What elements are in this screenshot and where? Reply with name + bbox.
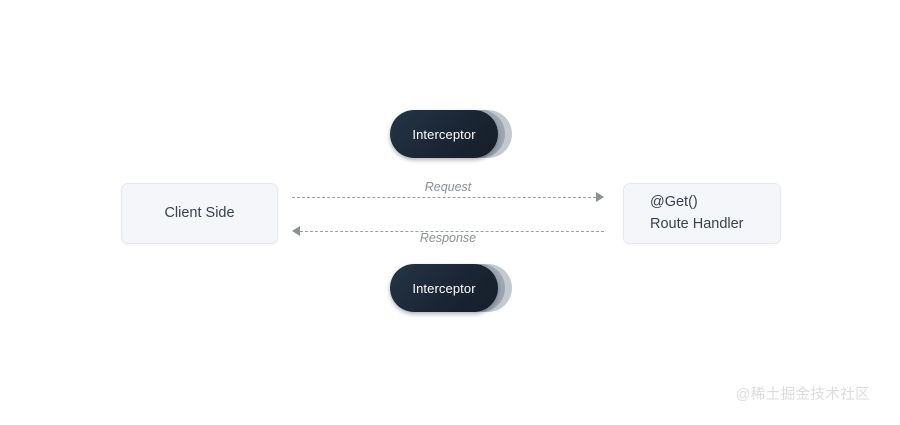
response-arrow	[292, 226, 604, 238]
node-interceptor-bottom-label: Interceptor	[412, 280, 476, 296]
request-arrow	[292, 192, 604, 204]
request-arrowhead-icon	[596, 192, 604, 202]
watermark: @稀土掘金技术社区	[735, 387, 870, 403]
response-arrowhead-icon	[292, 226, 300, 236]
interceptor-pill-front[interactable]: Interceptor	[390, 264, 498, 312]
interceptor-pill-front[interactable]: Interceptor	[390, 110, 498, 158]
node-route-handler-label: Route Handler	[650, 215, 744, 232]
node-route-handler[interactable]: @Get() Route Handler	[623, 183, 781, 244]
request-arrow-label: Request	[424, 180, 472, 194]
request-arrow-line	[292, 197, 596, 198]
response-arrow-label: Response	[419, 231, 477, 245]
node-interceptor-top-label: Interceptor	[412, 126, 476, 142]
response-arrow-line	[300, 231, 604, 232]
node-client-side[interactable]: Client Side	[121, 183, 278, 244]
node-client-side-label: Client Side	[164, 204, 235, 221]
node-interceptor-top[interactable]: Interceptor	[390, 110, 512, 158]
node-route-handler-text: @Get() Route Handler	[650, 192, 744, 236]
node-route-handler-decorator: @Get()	[650, 193, 698, 210]
node-interceptor-bottom[interactable]: Interceptor	[390, 264, 512, 312]
